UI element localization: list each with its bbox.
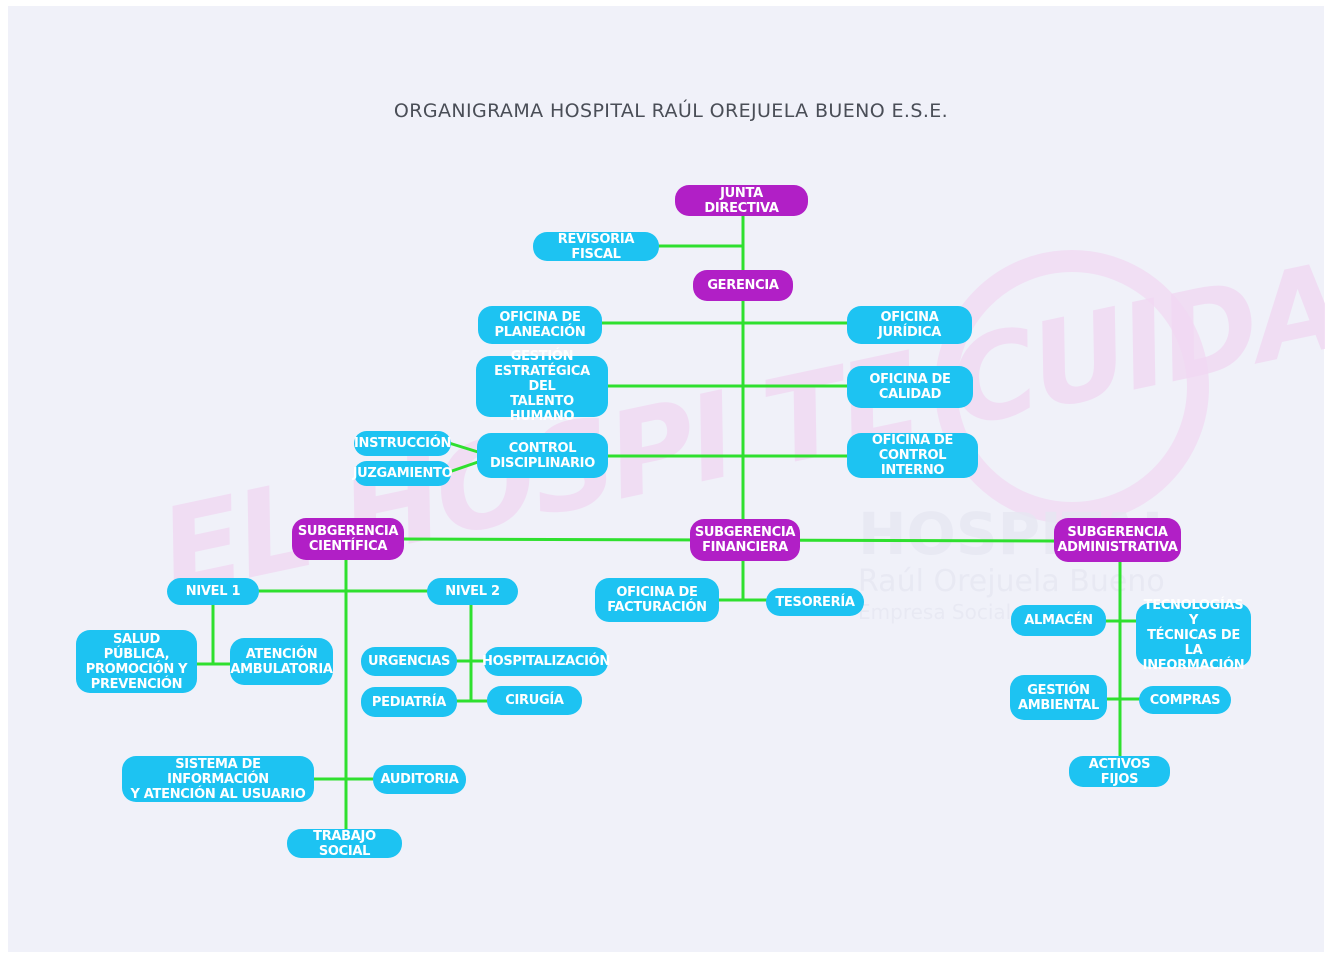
node-cirugia[interactable]: CIRUGÍA bbox=[487, 686, 582, 715]
node-revisoria-fiscal[interactable]: REVISORÍA FISCAL bbox=[533, 232, 659, 262]
node-nivel-2[interactable]: NIVEL 2 bbox=[427, 578, 518, 605]
node-subgerencia-administrativa[interactable]: SUBGERENCIA ADMINISTRATIVA bbox=[1054, 518, 1181, 562]
node-hospitalizacion[interactable]: HOSPITALIZACIÓN bbox=[482, 647, 610, 676]
node-sistema-informacion[interactable]: SISTEMA DE INFORMACIÓN Y ATENCIÓN AL USU… bbox=[122, 756, 314, 802]
connector-instruccion bbox=[447, 441, 480, 454]
node-trabajo-social[interactable]: TRABAJO SOCIAL bbox=[287, 829, 402, 859]
node-juzgamiento[interactable]: JUZGAMIENTO bbox=[353, 461, 453, 486]
node-oficina-calidad[interactable]: OFICINA DE CALIDAD bbox=[847, 366, 973, 408]
node-subgerencia-cientifica[interactable]: SUBGERENCIA CIENTÍFICA bbox=[292, 518, 404, 560]
node-oficina-planeacion[interactable]: OFICINA DE PLANEACIÓN bbox=[478, 306, 602, 344]
node-oficina-control-interno[interactable]: OFICINA DE CONTROL INTERNO bbox=[847, 433, 978, 478]
node-oficina-facturacion[interactable]: OFICINA DE FACTURACIÓN bbox=[595, 578, 719, 622]
node-salud-publica[interactable]: SALUD PÚBLICA, PROMOCIÓN Y PREVENCIÓN bbox=[76, 630, 197, 693]
node-atencion-ambulatoria[interactable]: ATENCIÓN AMBULATORIA bbox=[230, 638, 333, 685]
node-subgerencia-financiera[interactable]: SUBGERENCIA FINANCIERA bbox=[690, 519, 800, 561]
node-junta-directiva[interactable]: JUNTA DIRECTIVA bbox=[675, 185, 808, 216]
node-nivel-1[interactable]: NIVEL 1 bbox=[167, 578, 259, 605]
node-auditoria[interactable]: AUDITORIA bbox=[373, 765, 466, 794]
node-control-disciplinario[interactable]: CONTROL DISCIPLINARIO bbox=[477, 433, 608, 478]
node-tecnologias-informacion[interactable]: TECNOLOGÍAS Y TÉCNICAS DE LA INFORMACIÓN bbox=[1136, 598, 1251, 673]
connector-juzgamiento bbox=[447, 460, 480, 474]
node-pediatria[interactable]: PEDIATRÍA bbox=[361, 687, 457, 717]
node-gestion-ambiental[interactable]: GESTIÓN AMBIENTAL bbox=[1010, 675, 1107, 720]
node-urgencias[interactable]: URGENCIAS bbox=[361, 647, 457, 676]
node-instruccion[interactable]: INSTRUCCIÓN bbox=[354, 431, 451, 456]
node-almacen[interactable]: ALMACÉN bbox=[1011, 605, 1106, 636]
node-gerencia[interactable]: GERENCIA bbox=[693, 270, 793, 301]
node-tesoreria[interactable]: TESORERÍA bbox=[766, 588, 864, 616]
chart-title: ORGANIGRAMA HOSPITAL RAÚL OREJUELA BUENO… bbox=[393, 100, 949, 122]
node-oficina-juridica[interactable]: OFICINA JURÍDICA bbox=[847, 306, 972, 344]
node-gestion-talento-humano[interactable]: GESTIÓN ESTRATÉGICA DEL TALENTO HUMANO bbox=[476, 349, 608, 424]
node-compras[interactable]: COMPRAS bbox=[1139, 686, 1231, 714]
node-activos-fijos[interactable]: ACTIVOS FIJOS bbox=[1069, 756, 1170, 787]
